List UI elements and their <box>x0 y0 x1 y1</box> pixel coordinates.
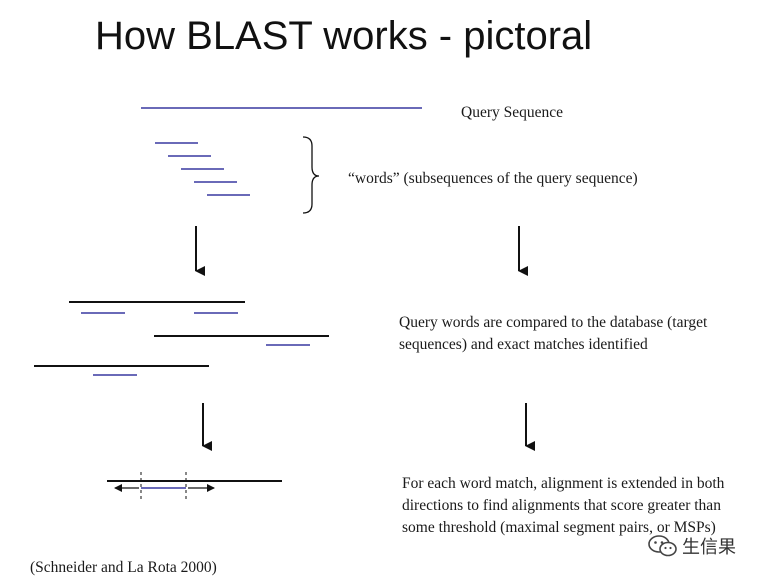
words-label: “words” (subsequences of the query seque… <box>348 170 638 187</box>
extend-label: For each word match, alignment is extend… <box>402 475 725 536</box>
words-brace <box>302 136 320 214</box>
watermark: 生信果 <box>648 533 736 559</box>
compare-label: Query words are compared to the database… <box>399 314 708 353</box>
query-sequence-label: Query Sequence <box>461 104 563 121</box>
database-matches <box>34 301 329 376</box>
wechat-icon <box>648 534 678 558</box>
citation-label: (Schneider and La Rota 2000) <box>30 559 217 576</box>
watermark-text: 生信果 <box>682 537 736 558</box>
words-group <box>155 142 250 196</box>
extension-illustration <box>107 472 282 500</box>
slide-title: How BLAST works - pictoral <box>95 14 593 58</box>
